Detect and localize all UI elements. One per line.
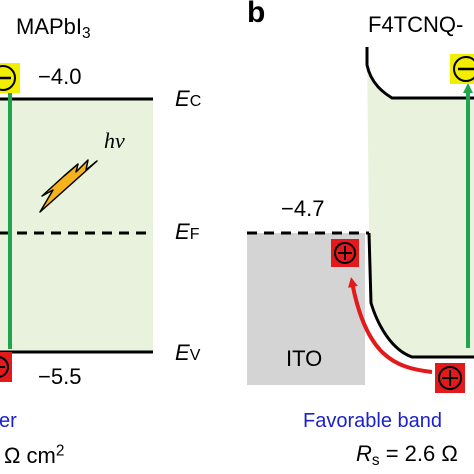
ec-label: EC xyxy=(175,86,202,111)
photon-label: hν xyxy=(104,128,125,153)
caption-a: er xyxy=(0,410,17,432)
electron-icon xyxy=(0,63,20,93)
hole-icon xyxy=(0,352,12,382)
valence-band-value-a: −5.5 xyxy=(38,364,82,389)
perovskite-region-b xyxy=(367,47,474,357)
resistance-b: Rs = 2.6 Ω xyxy=(356,441,458,469)
conduction-band-curve-b xyxy=(365,47,474,100)
conduction-band-value-a: −4.0 xyxy=(38,64,82,89)
hole-transfer-arrow xyxy=(348,277,433,374)
perovskite-region-a xyxy=(0,99,153,352)
lightning-icon xyxy=(39,159,98,213)
valence-band-curve-b xyxy=(367,232,474,359)
material-label-b: F4TCNQ- xyxy=(368,12,464,37)
ef-label: EF xyxy=(175,219,200,244)
hole-icon xyxy=(435,363,465,393)
panel-letter-b: b xyxy=(247,0,266,29)
caption-b: Favorable band xyxy=(303,410,442,432)
hole-icon xyxy=(331,239,359,267)
resistance-a: Ω cm2 xyxy=(4,442,65,468)
material-label-a: MAPbI3 xyxy=(16,14,91,42)
electron-icon xyxy=(450,54,474,84)
fermi-value-b: −4.7 xyxy=(281,196,325,221)
ito-label: ITO xyxy=(286,346,323,371)
ev-label: EV xyxy=(175,340,201,365)
